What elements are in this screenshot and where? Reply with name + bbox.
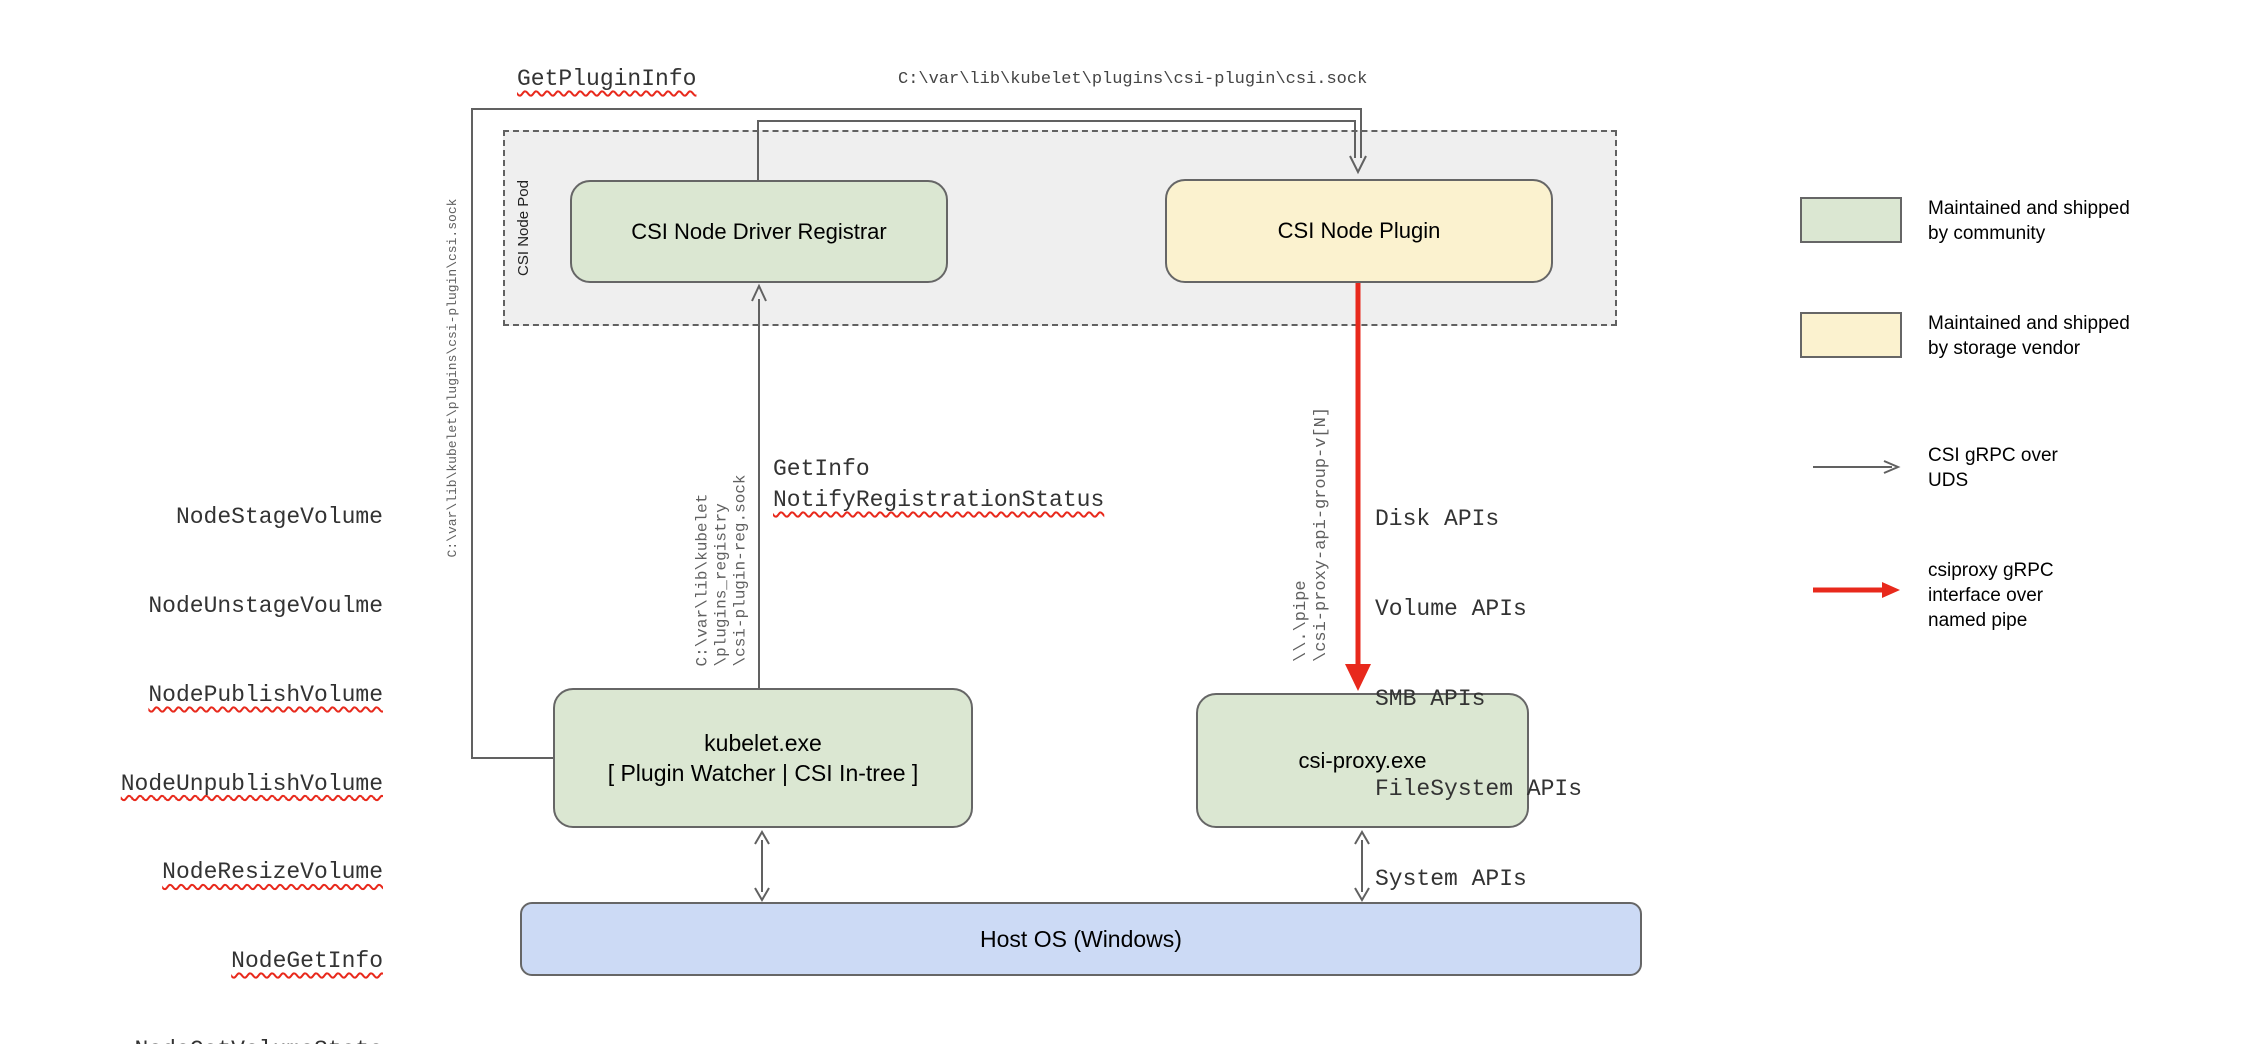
- node-call: NodeResizeVolume: [162, 859, 383, 886]
- node-call: NodeUnpublishVolume: [120, 770, 383, 797]
- legend-vendor-label: Maintained and shipped by storage vendor: [1928, 313, 2130, 359]
- csi-node-driver-registrar-box: CSI Node Driver Registrar: [570, 180, 948, 283]
- node-call: NodeUnstageVoulme: [148, 592, 383, 619]
- legend-pipe-label: csiproxy gRPC interface over named pipe: [1928, 560, 2054, 631]
- csi-proxy-box: csi-proxy.exe: [1196, 693, 1529, 828]
- proxy-api-item: SMB APIs: [1375, 686, 1486, 712]
- named-pipe-path-label: \\.\pipe \csi-proxy-api-group-v[N]: [1292, 406, 1331, 662]
- kubelet-box: kubelet.exe [ Plugin Watcher | CSI In-tr…: [553, 688, 973, 828]
- get-info-label: GetInfo: [773, 456, 870, 482]
- legend-community-swatch: [1800, 197, 1902, 243]
- csi-sock-path-left-label: C:\var\lib\kubelet\plugins\csi-plugin\cs…: [445, 198, 460, 558]
- node-call: NodeGetVolumeStats: [80, 1036, 383, 1044]
- csiproxy-red-arrowhead-icon: [1345, 664, 1371, 691]
- node-call: NodeStageVolume: [175, 504, 383, 531]
- csiproxy-hostos-up-arrowhead-icon: [1354, 830, 1370, 845]
- legend-community-label: Maintained and shipped by community: [1928, 198, 2130, 244]
- kubelet-hostos-down-arrowhead-icon: [754, 887, 770, 902]
- get-plugin-info-label: GetPluginInfo: [517, 66, 697, 92]
- csi-node-pod-label: CSI Node Pod: [515, 180, 532, 276]
- notify-registration-status-label: NotifyRegistrationStatus: [773, 487, 1105, 513]
- legend-vendor-swatch: [1800, 312, 1902, 358]
- node-call: NodePublishVolume: [148, 681, 383, 708]
- host-os-box: Host OS (Windows): [520, 902, 1642, 976]
- legend-uds-label: CSI gRPC over UDS: [1928, 445, 2058, 491]
- kubelet-hostos-up-arrowhead-icon: [754, 830, 770, 845]
- legend-gray-arrow-icon: [1813, 460, 1901, 474]
- node-calls-list: NodeStageVolume NodeUnstageVoulme NodePu…: [80, 444, 383, 1044]
- csi-node-plugin-box: CSI Node Plugin: [1165, 179, 1553, 283]
- proxy-api-item: System APIs: [1375, 866, 1527, 892]
- proxy-api-item: Disk APIs: [1375, 506, 1500, 532]
- proxy-api-list: Disk APIs Volume APIs SMB APIs FileSyste…: [1375, 444, 1582, 954]
- registration-sock-path-label: C:\var\lib\kubelet \plugins_registry \cs…: [693, 474, 750, 667]
- proxy-api-item: FileSystem APIs: [1375, 776, 1583, 802]
- csi-sock-path-top-label: C:\var\lib\kubelet\plugins\csi-plugin\cs…: [898, 70, 1368, 89]
- legend-red-arrow-icon: [1813, 582, 1900, 598]
- csiproxy-hostos-down-arrowhead-icon: [1354, 887, 1370, 902]
- kubelet-box-label: kubelet.exe [ Plugin Watcher | CSI In-tr…: [608, 728, 919, 788]
- proxy-api-item: Volume APIs: [1375, 596, 1527, 622]
- kubelet-subtitle: [ Plugin Watcher | CSI In-tree ]: [607, 760, 919, 786]
- kubelet-title: kubelet.exe: [704, 730, 822, 756]
- node-call: NodeGetInfo: [231, 948, 383, 975]
